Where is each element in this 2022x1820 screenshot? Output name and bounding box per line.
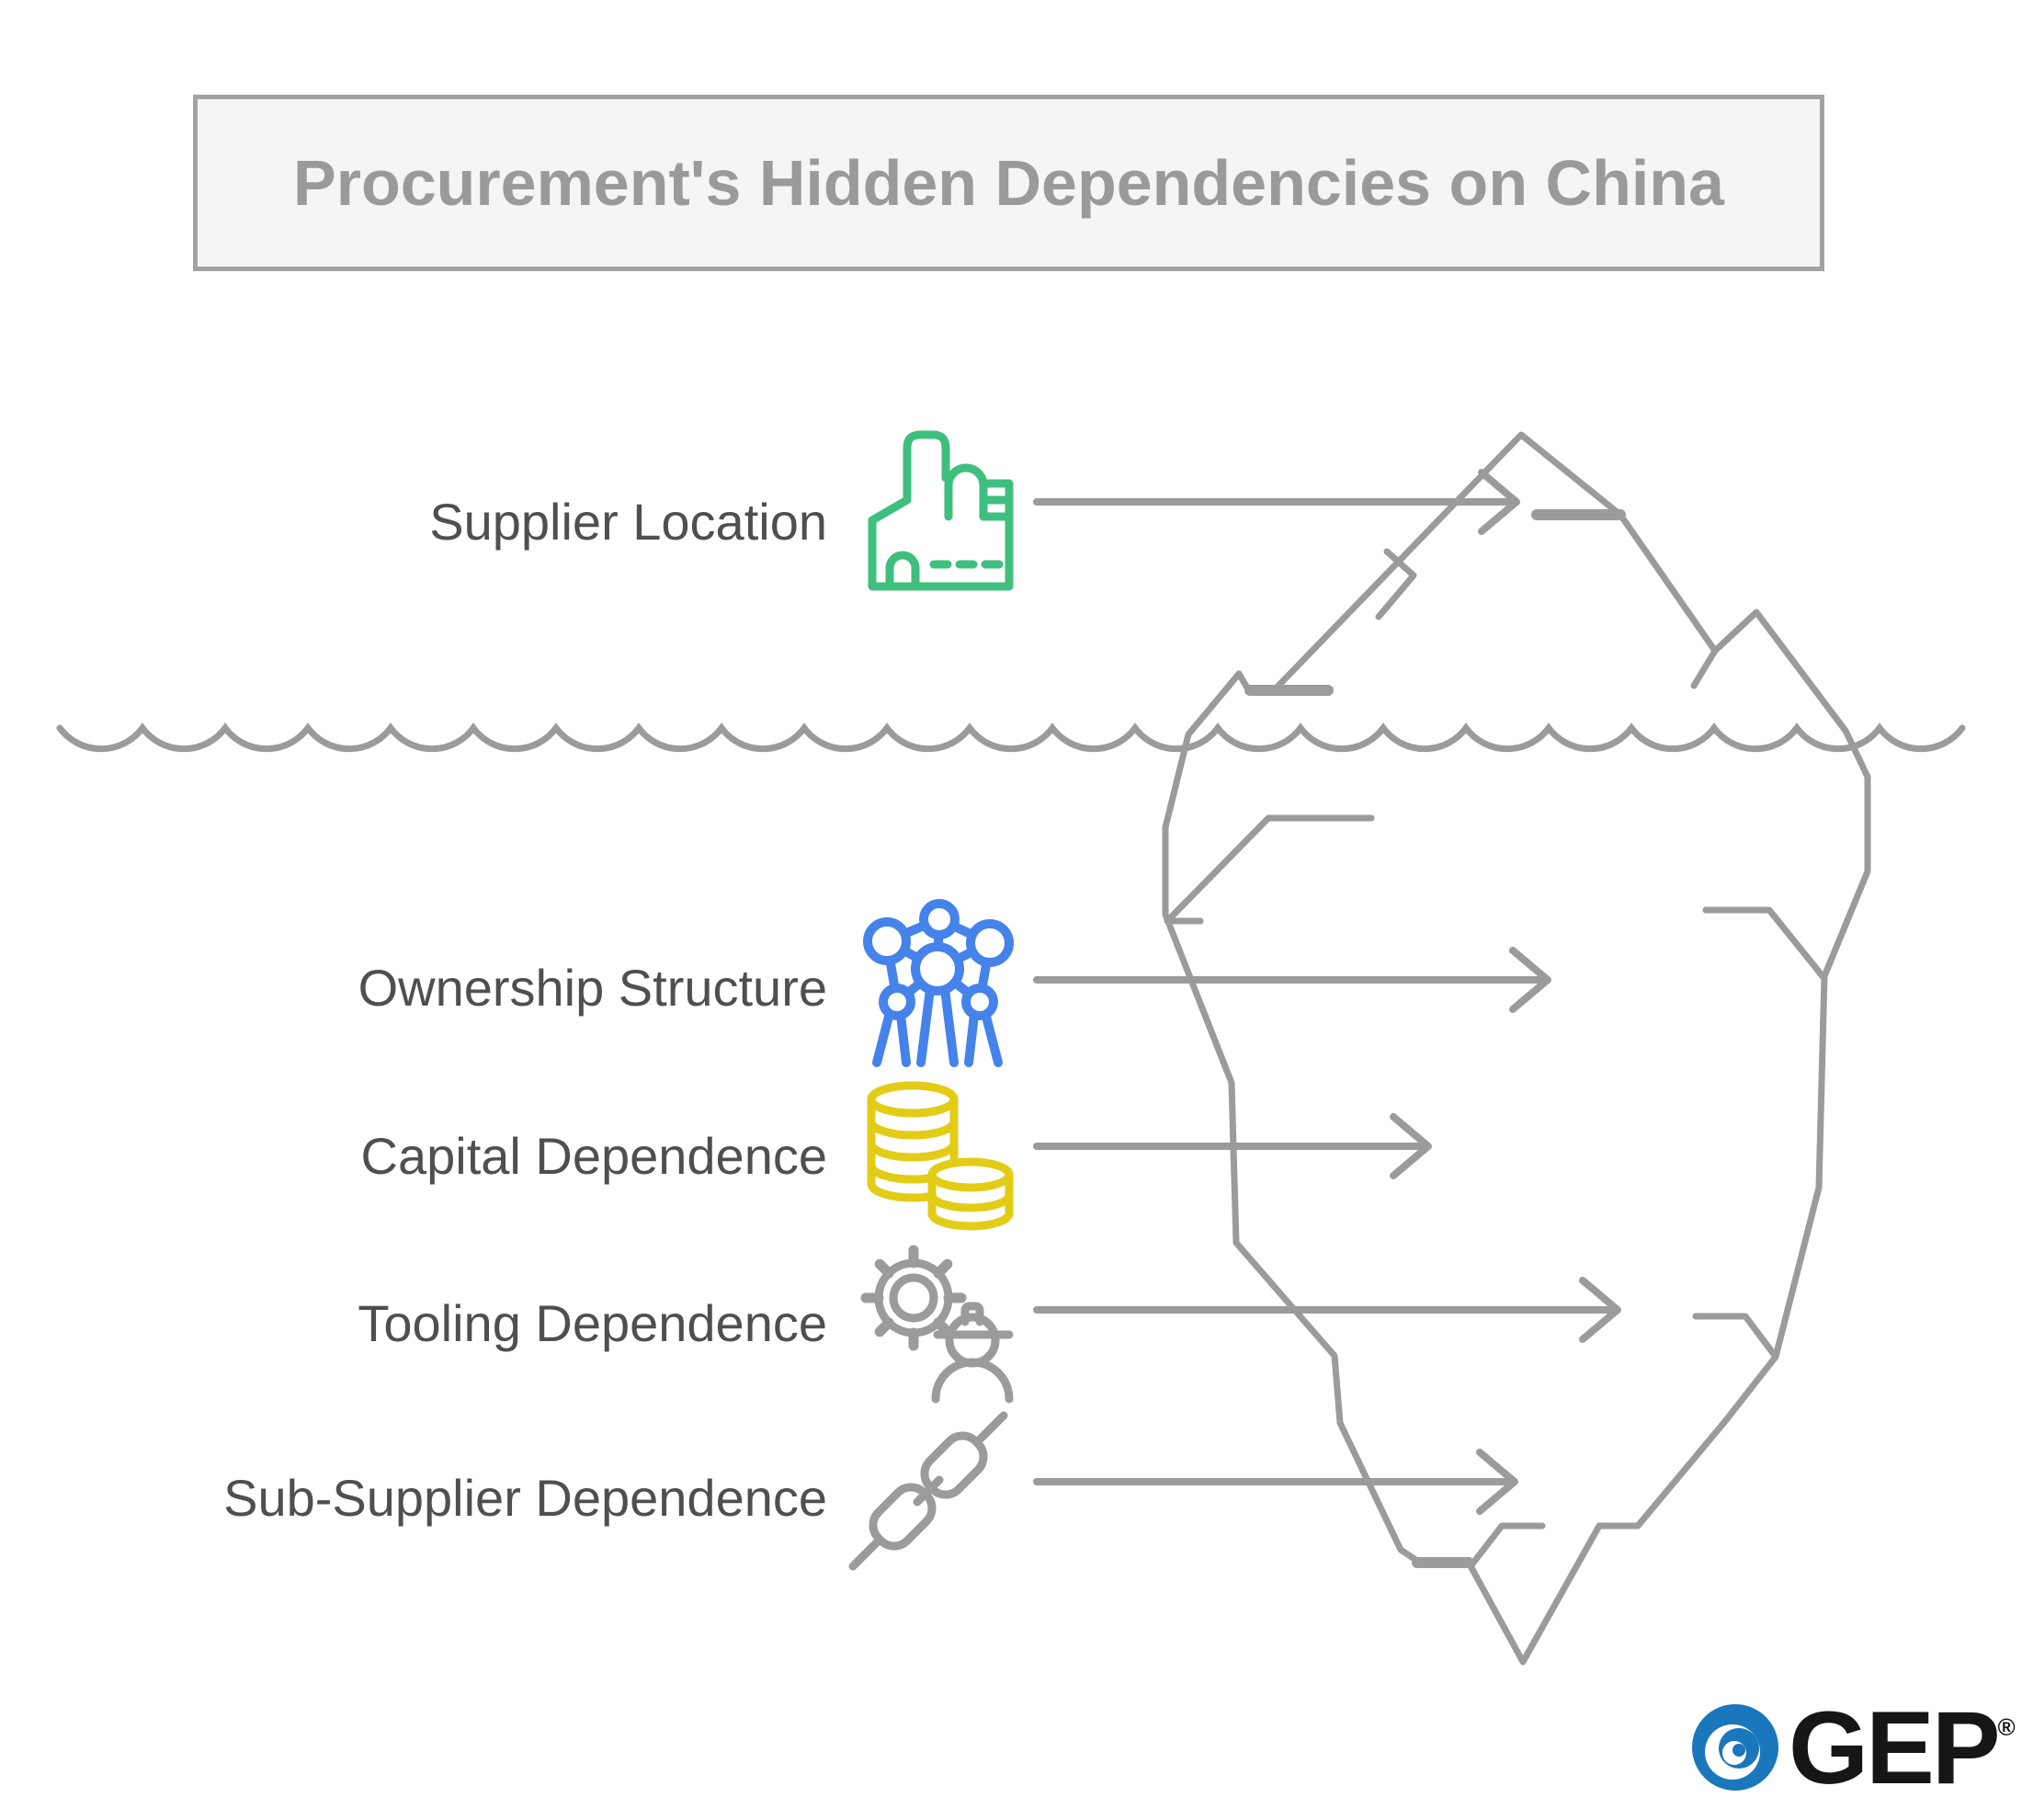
- gep-logo-registered: ®: [1997, 1713, 2016, 1741]
- iceberg-crack-upper-left: [1164, 814, 1375, 925]
- iceberg-crack-bottom-right: [1692, 1313, 1779, 1360]
- factory-icon: [868, 430, 1014, 591]
- label-supplier-location: Supplier Location: [429, 493, 827, 551]
- label-capital-dependence: Capital Dependence: [360, 1127, 827, 1185]
- chain-icon: [848, 1411, 1008, 1571]
- iceberg-main-peaks: [1274, 431, 1849, 734]
- gep-swirl-icon: [1692, 1704, 1778, 1791]
- gep-logo: GEP ®: [1689, 1690, 2016, 1805]
- iceberg-outline: [1162, 431, 1871, 1666]
- iceberg-slope-crack: [1375, 548, 1417, 620]
- arrow-tooling-dependence: [1033, 1277, 1621, 1343]
- arrow-sub-supplier-dependence: [1033, 1449, 1518, 1515]
- network-icon: [863, 899, 1014, 1067]
- arrow-capital-dependence: [1033, 1113, 1432, 1179]
- iceberg-right-edge: [1465, 727, 1871, 1666]
- gep-logo-text: GEP: [1789, 1690, 2001, 1805]
- coins-icon: [867, 1081, 1014, 1231]
- arrow-supplier-location: [1033, 469, 1520, 535]
- iceberg-valley-crack: [1690, 647, 1719, 689]
- iceberg-crack-bottom-left: [1467, 1522, 1546, 1570]
- iceberg-crack-mid-right: [1702, 906, 1826, 980]
- arrows: [1033, 469, 1621, 1515]
- iceberg-left-edge: [1162, 670, 1421, 1564]
- label-sub-supplier-dependence: Sub-Supplier Dependence: [223, 1469, 827, 1527]
- waterline-wave: [56, 722, 1966, 753]
- label-ownership-structure: Ownership Structure: [358, 959, 827, 1017]
- label-tooling-dependence: Tooling Dependence: [358, 1294, 827, 1352]
- arrow-ownership-structure: [1033, 947, 1551, 1013]
- gear-worker-icon: [860, 1245, 1014, 1404]
- title-box: Procurement's Hidden Dependencies on Chi…: [193, 95, 1824, 271]
- gep-swirl-spacer: [1689, 1702, 1781, 1794]
- page-title: Procurement's Hidden Dependencies on Chi…: [293, 147, 1724, 219]
